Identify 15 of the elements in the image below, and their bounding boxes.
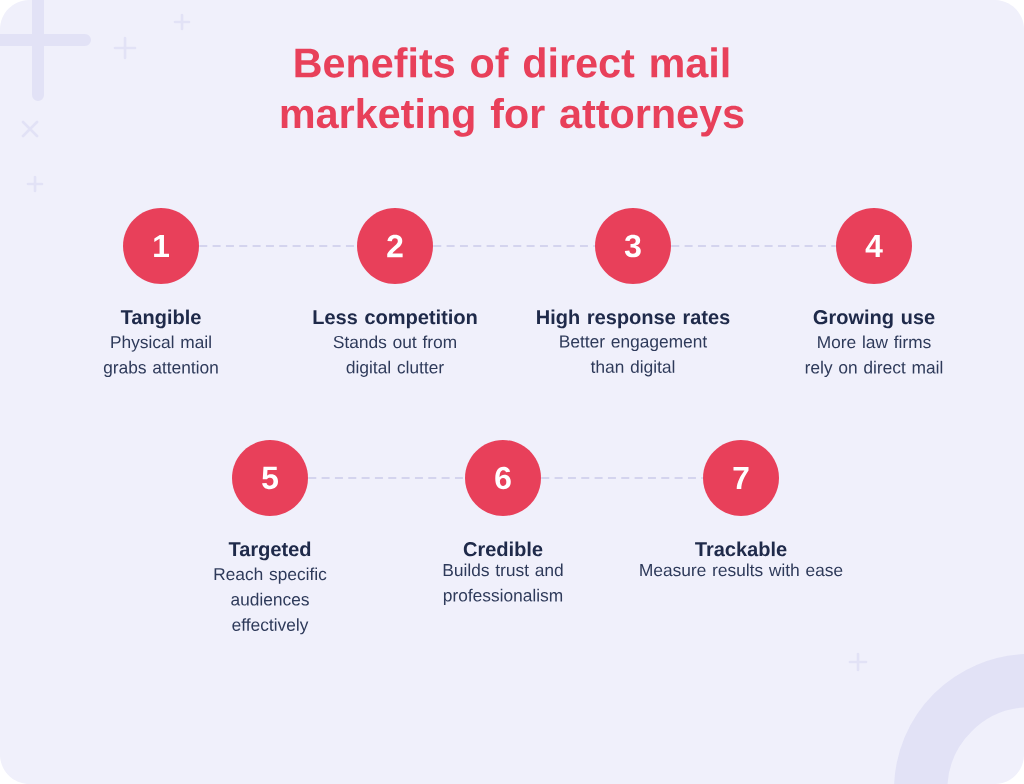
step-title: Growing use xyxy=(813,309,935,329)
step-description: Better engagement than digital xyxy=(560,335,708,377)
step-description: Stands out from digital clutter xyxy=(333,335,456,377)
step-title: High response rates xyxy=(537,309,730,329)
step-description: Measure results with ease xyxy=(640,563,843,577)
step-title: Credible xyxy=(463,541,543,557)
step-title: Less competition xyxy=(313,309,477,329)
step-title: Targeted xyxy=(228,541,311,561)
step-description: Physical mail grabs attention xyxy=(103,335,218,377)
title: Benefits of direct mail marketing for attorneys xyxy=(281,47,744,137)
step-description: Builds trust and professionalism xyxy=(443,563,563,605)
step-title: Tangible xyxy=(120,309,201,329)
step-title: Trackable xyxy=(695,541,787,557)
step-description: More law firms rely on direct mail xyxy=(805,335,943,377)
step-description: Reach specific audiences effectively xyxy=(214,567,327,635)
